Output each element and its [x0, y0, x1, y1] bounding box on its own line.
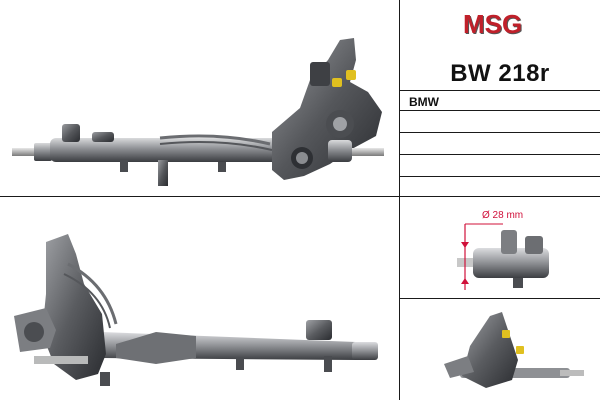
application-row — [400, 132, 600, 157]
divider-vertical-top — [399, 0, 400, 196]
logo-text: MSG — [463, 10, 522, 39]
steering-rack-perspective-image — [14, 234, 378, 386]
msg-logo: MSG MSG — [463, 10, 523, 40]
divider-horizontal-detail — [399, 298, 600, 299]
application-row — [400, 176, 600, 201]
application-row — [400, 154, 600, 179]
application-row — [400, 110, 600, 135]
steering-rack-thumbnail-image — [444, 312, 584, 388]
application-make: BMW — [409, 95, 439, 109]
divider-horizontal-middle — [0, 196, 600, 197]
part-number: BW 218r — [450, 60, 550, 87]
steering-rack-main-image — [12, 38, 384, 186]
application-row: BMW — [400, 90, 600, 115]
rack-end-detail-image — [457, 223, 549, 290]
diameter-label: Ø 28 mm — [482, 210, 524, 221]
logo-shadow: MSG — [464, 10, 523, 40]
